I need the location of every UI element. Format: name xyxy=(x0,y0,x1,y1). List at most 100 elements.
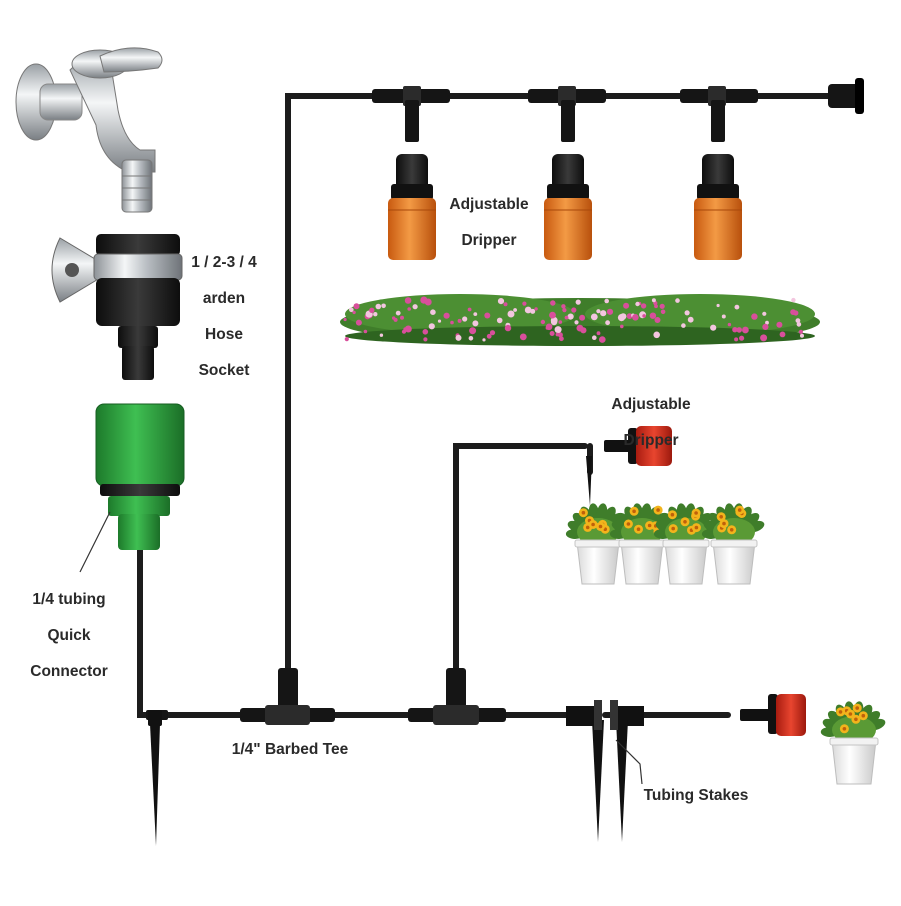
hedge-flower xyxy=(760,334,768,342)
hedge-flower xyxy=(559,336,564,342)
hedge-flower xyxy=(765,320,769,325)
connector-leader-line xyxy=(79,511,111,573)
hedge-flower xyxy=(400,315,404,320)
hedge-flower xyxy=(407,307,412,311)
flower-pot-icon xyxy=(820,701,886,785)
hedge-flower xyxy=(545,326,550,330)
top-branch xyxy=(285,93,863,700)
hedge-flower xyxy=(642,314,646,318)
hedge-flower xyxy=(567,313,574,320)
hedge-flower xyxy=(352,310,356,315)
hedge-flower xyxy=(504,324,512,332)
hedge-flower xyxy=(762,311,767,316)
hedge-flower xyxy=(554,326,562,334)
hedge-flower xyxy=(395,310,401,316)
dripper-mid-label: Adjustable Dripper xyxy=(598,378,704,468)
barbed-tee-icon xyxy=(240,668,335,725)
red-dripper-icon xyxy=(740,694,806,736)
hedge-flower xyxy=(776,321,783,328)
hedge-flower xyxy=(795,318,801,323)
hedge-flower xyxy=(732,327,738,333)
hedge-flower xyxy=(721,314,726,319)
hedge-flower xyxy=(473,312,478,316)
hedge-flower xyxy=(739,335,745,341)
tubing-stake-icon xyxy=(610,700,644,842)
hose-socket-icon xyxy=(51,234,183,380)
hedge-flower xyxy=(687,316,694,323)
hedge-flower xyxy=(762,323,769,330)
hedge-flower xyxy=(751,313,758,320)
adjustable-dripper-icon xyxy=(544,154,592,260)
hedge-flower xyxy=(484,312,491,319)
hedge-flower xyxy=(540,319,546,325)
hedge-flower xyxy=(606,308,614,315)
hedge-flower xyxy=(513,308,517,312)
hedge-flower xyxy=(653,331,660,339)
hedge-flower xyxy=(635,301,640,307)
hedge-flower xyxy=(489,330,496,336)
hedge-flower xyxy=(736,327,742,333)
hedge-flower xyxy=(467,307,472,312)
red-dripper-icon xyxy=(586,426,672,506)
hedge-flower xyxy=(557,332,563,338)
hedge-flower xyxy=(742,326,749,334)
flower-pot-icon xyxy=(565,503,629,585)
hedge-flower xyxy=(798,329,804,334)
hedge-flower xyxy=(349,307,354,313)
hedge-flower xyxy=(462,316,468,322)
hedge-flower xyxy=(430,309,436,316)
flower-pot-icon xyxy=(820,701,886,785)
hedge-flower xyxy=(519,333,527,341)
top-tee-2 xyxy=(528,86,606,142)
hedge-flower xyxy=(549,331,555,336)
top-tee-3 xyxy=(680,86,758,142)
hedge-flower xyxy=(654,304,658,309)
hedge-flower xyxy=(561,304,566,309)
hedge-flower xyxy=(550,318,558,326)
hedge-flower xyxy=(734,304,740,310)
hedge-flower xyxy=(632,314,639,321)
hedge-flower xyxy=(660,309,666,315)
hedge-flower xyxy=(675,298,680,303)
quick-connector-label-line-1: 1/4 tubing xyxy=(32,591,106,608)
hedge-flower xyxy=(404,297,412,304)
hedge-flower xyxy=(379,333,384,337)
hedge-flower xyxy=(482,338,486,342)
hedge-flower xyxy=(343,317,347,322)
mid-branch xyxy=(453,443,588,700)
hedge-flower xyxy=(651,298,656,303)
barbed-tee-label: 1/4" Barbed Tee xyxy=(231,741,349,758)
hedge-flower xyxy=(596,309,601,314)
dripper-top-label: Adjustable Dripper xyxy=(436,178,542,268)
quick-connector-label-line-3: Connector xyxy=(30,663,108,680)
hedge-flower xyxy=(791,297,796,303)
dripper-mid-label-line-2: Dripper xyxy=(623,432,679,449)
hedge-flower xyxy=(796,322,802,327)
hedge-flower xyxy=(605,320,610,326)
main-line xyxy=(137,545,573,718)
hedge-flower xyxy=(412,304,418,310)
hedge-flower xyxy=(375,303,382,310)
adjustable-dripper-icon xyxy=(388,154,436,260)
hose-socket-label-line-3: Hose xyxy=(205,326,243,343)
hedge-flower xyxy=(496,317,503,324)
hedge-flower xyxy=(363,329,368,334)
hedge-flower xyxy=(592,335,597,341)
hedge-flower xyxy=(404,325,412,333)
hedge-flower xyxy=(344,337,349,342)
hedge-flower xyxy=(599,336,606,343)
hedge-flower xyxy=(534,307,538,311)
hedge-flower xyxy=(443,312,450,319)
hedge-flower xyxy=(555,332,560,337)
hedge-flower xyxy=(596,331,601,336)
adjustable-dripper-icon xyxy=(694,154,742,260)
flower-pot-row xyxy=(565,503,765,585)
hedge-flower xyxy=(681,323,686,328)
hedge-flower xyxy=(779,331,786,338)
hedge-flower xyxy=(373,312,378,317)
tubing-stake-icon xyxy=(148,710,162,846)
hose-socket-label-line-1: 1 / 2-3 / 4 xyxy=(191,254,257,271)
hedge-flower xyxy=(497,298,505,305)
hedge-flower xyxy=(522,301,527,306)
